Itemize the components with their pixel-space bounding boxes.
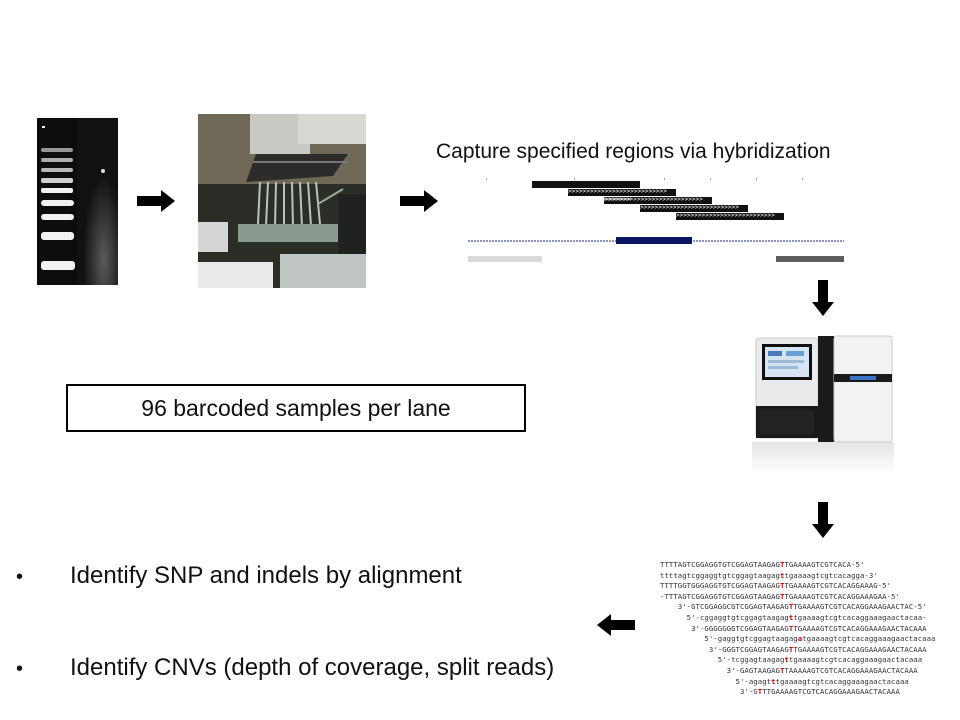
read-prefix: -TTTAGTCGGAGGTGTCGGAGTAAGAG — [660, 591, 780, 601]
bullet-dot: • — [16, 566, 24, 588]
alignment-read: TTTTGGTGGGAGGTGTCGGAGTAAGAGTTGAAAAGTCGTC… — [660, 581, 956, 592]
snp-base: T — [779, 581, 785, 591]
probe-arrows: >>>>>>>>>>>>>>>>>>>>>>>>>>> — [604, 196, 703, 203]
read-prefix: 3'-GGGTCGGAGTAAGAG — [660, 644, 789, 654]
alignment-read: TTTTAGTCGGAGGTGTCGGAGTAAGAGTTGAAAAGTCGTC… — [660, 560, 956, 571]
alignment-read: -TTTAGTCGGAGGTGTCGGAGTAAGAGTTGAAAAGTCGTC… — [660, 592, 956, 603]
snp-base: T — [788, 644, 794, 654]
snp-base: T — [779, 665, 785, 675]
alignment-read: 3'-GGGTCGGAGTAAGAGTTGAAAAGTCGTCACAGGAAAG… — [660, 645, 956, 656]
alignment-read: 3'-GTTTGAAAAGTCGTCACAGGAAAGAACTACAAA — [660, 687, 956, 698]
read-suffix: TGAAAAGTCGTCACAGGAAAGAACTACAAA — [793, 623, 927, 633]
read-prefix: 5'-agagt — [660, 676, 772, 686]
read-prefix: 5'-gaggtgtcggagtaagag — [660, 634, 798, 644]
read-suffix: TGAAAAGTCGTCACAGGAAAGAACTAC-5' — [793, 602, 927, 612]
capture-title: Capture specified regions via hybridizat… — [436, 140, 831, 163]
alignment-reads: TTTTAGTCGGAGGTGTCGGAGTAAGAGTTGAAAAGTCGTC… — [660, 560, 956, 720]
target-region — [616, 237, 692, 244]
snp-base: T — [779, 591, 785, 601]
read-suffix: tgaaaagtcgtcacagga-3' — [784, 570, 878, 580]
read-suffix: TGAAAAGTCGTCACAGGAAAG-5' — [784, 581, 892, 591]
snp-base: T — [779, 560, 785, 569]
gel-image-icon — [37, 118, 118, 285]
read-prefix: 3'-GAGTAAGAG — [660, 665, 780, 675]
snp-base: T — [788, 602, 794, 612]
snp-base: a — [797, 634, 803, 644]
snp-base: t — [779, 570, 785, 580]
read-prefix: 5'-cggaggtgtcggagtaagag — [660, 612, 789, 622]
sequencer-machine-icon — [752, 334, 894, 474]
read-suffix: TGAAAAGTCGTCACA-5' — [784, 560, 865, 569]
read-suffix: tgaaaagtcgtcacaggaaagaactacaaa — [775, 676, 909, 686]
read-suffix: TAAAAAGTCGTCACAGGAAAGAACTACAAA — [784, 665, 918, 675]
probe-bar — [676, 213, 784, 220]
read-suffix: TGAAAAGTCGTCACAGGAAAGAACTACAAA — [793, 644, 927, 654]
probe-bar — [532, 181, 640, 188]
snp-base: t — [784, 655, 789, 665]
probe-capture-diagram — [464, 174, 848, 266]
coverage-right — [776, 256, 844, 262]
read-prefix: 3'-GTCGGAGGCGTCGGAGTAAGAG — [660, 602, 789, 612]
probe-arrows: >>>>>>>>>>>>>>>>>>>>>>>>>>> — [532, 196, 631, 203]
arrow-down-icon — [812, 280, 834, 321]
read-prefix: 3'-G — [660, 687, 758, 697]
read-suffix: tgaaaagtcgtcacaggaaagaactacaaa — [802, 634, 936, 644]
snp-base: T — [757, 687, 763, 697]
alignment-read: 5'-gaggtgtcggagtaagagatgaaaagtcgtcacagga… — [660, 634, 956, 645]
alignment-read: 3'-GAGTAAGAGTTAAAAAGTCGTCACAGGAAAGAACTAC… — [660, 666, 956, 677]
barcode-label-box: 96 barcoded samples per lane — [66, 384, 526, 432]
read-suffix: TTGAAAAGTCGTCACAGGAAAGAACTACAAA — [762, 687, 900, 697]
alignment-read: 5'-cggaggtgtcggagtaagagttgaaaagtcgtcacag… — [660, 613, 956, 624]
liquid-handler-robot-icon — [198, 114, 366, 288]
probe-bar — [604, 197, 712, 204]
read-prefix: 3'-GGGGGGGTCGGAGTAAGAG — [660, 623, 789, 633]
probe-bar — [568, 189, 676, 196]
bullet-dot: • — [16, 658, 24, 680]
bullet-cnvs: Identify CNVs (depth of coverage, split … — [70, 654, 555, 681]
snp-base: T — [788, 623, 794, 633]
probe-bar — [640, 205, 748, 212]
read-suffix: tgaaaagtcgtcacaggaaagaactacaa- — [793, 612, 927, 622]
arrow-down-icon — [812, 502, 834, 543]
probe-arrows: >>>>>>>>>>>>>>>>>>>>>>>>>>> — [676, 212, 775, 219]
read-suffix: tgaaaagtcgtcacaggaaagaactacaaa — [788, 655, 923, 665]
alignment-read: 3'-GTCGGAGGCGTCGGAGTAAGAGTTGAAAAGTCGTCAC… — [660, 602, 956, 613]
read-prefix: ttttagtcggaggtgtcggagtaagag — [660, 570, 780, 580]
arrow-right-icon — [400, 190, 438, 217]
arrow-left-icon — [597, 614, 635, 641]
probe-arrows: >>>>>>>>>>>>>>>>>>>>>>>>>>> — [568, 188, 667, 195]
read-prefix: TTTTAGTCGGAGGTGTCGGAGTAAGAG — [660, 560, 780, 569]
coverage-left — [468, 256, 542, 262]
alignment-read: ttttagtcggaggtgtcggagtaagagttgaaaagtcgtc… — [660, 571, 956, 582]
arrow-right-icon — [137, 190, 175, 217]
snp-base: t — [788, 612, 794, 622]
read-prefix: TTTTGGTGGGAGGTGTCGGAGTAAGAG — [660, 581, 780, 591]
alignment-read: 5'-tcggagtaagagttgaaaagtcgtcacaggaaagaac… — [660, 655, 956, 666]
probe-bars — [532, 181, 784, 220]
read-suffix: TGAAAAGTCGTCACAGGAAAGAA-5' — [784, 591, 900, 601]
snp-base: t — [771, 676, 776, 686]
read-prefix: 5'-tcggagtaagag — [660, 655, 785, 665]
bullet-snp-indels: Identify SNP and indels by alignment — [70, 562, 462, 589]
alignment-read: 3'-GGGGGGGTCGGAGTAAGAGTTGAAAAGTCGTCACAGG… — [660, 624, 956, 635]
alignment-read: 5'-agagtttgaaaagtcgtcacaggaaagaactacaaa — [660, 677, 956, 688]
probe-arrows: >>>>>>>>>>>>>>>>>>>>>>>>>>> — [640, 204, 739, 211]
